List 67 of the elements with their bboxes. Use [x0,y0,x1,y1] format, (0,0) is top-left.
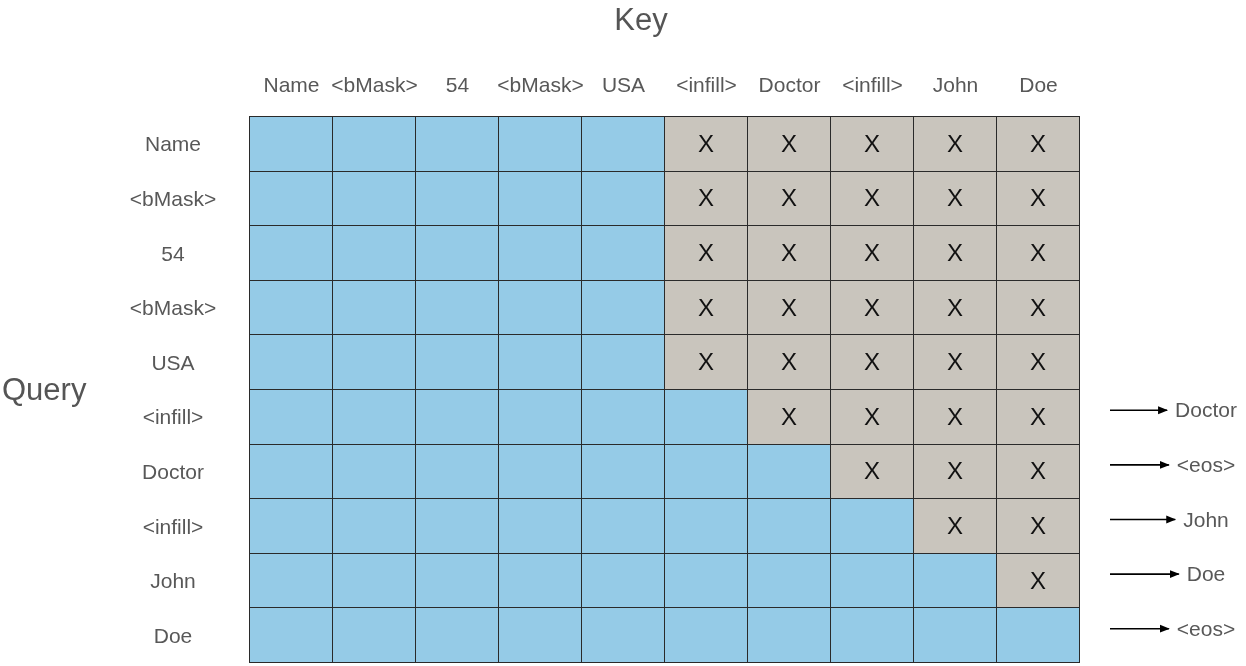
output-token: <eos> [1176,452,1236,477]
mask-mark: X [1030,186,1046,211]
row-header: Name [145,132,201,157]
output-token: <eos> [1176,616,1236,641]
row-header: 54 [161,241,185,266]
mask-mark: X [781,404,797,429]
mask-mark: X [1030,568,1046,593]
mask-mark: X [698,241,714,265]
row-header: USA [151,350,195,375]
row-header: John [150,569,196,594]
mask-mark: X [947,295,963,320]
arrow [1109,406,1169,415]
mask-mark: X [947,514,963,538]
mask-mark: X [947,186,963,211]
mask-mark: X [1030,131,1046,156]
mask-mark: X [1030,241,1046,265]
mask-mark: X [864,459,880,484]
column-header: 54 [445,72,470,98]
mask-mark: X [698,350,714,375]
mask-mark: X [947,404,963,429]
column-header: <infill> [676,72,737,98]
column-header: <bMask> [497,72,584,98]
mask-mark: X [1030,295,1046,320]
arrow [1109,624,1170,633]
mask-mark: X [698,186,714,211]
arrow [1109,515,1177,524]
mask-mark: X [698,131,714,156]
mask-mark: X [864,350,880,375]
mask-mark: X [864,295,880,320]
column-header: <infill> [842,72,903,98]
mask-mark: X [864,404,880,429]
mask-mark: X [781,186,797,211]
mask-mark: X [947,241,963,265]
mask-mark: X [1030,350,1046,375]
axis-title: Key [614,2,668,38]
mask-mark: X [1030,514,1046,538]
mask-mark: X [1030,404,1046,429]
mask-mark: X [698,295,714,320]
mask-mark: X [947,131,963,156]
mask-mark: X [1030,459,1046,484]
mask-mark: X [781,295,797,320]
row-header: <infill> [142,514,204,539]
axis-title: Query [2,372,87,408]
column-header: Doe [1019,72,1058,98]
column-header: <bMask> [331,72,418,98]
mask-mark: X [781,241,797,265]
row-header: Doe [153,623,193,648]
mask-mark: X [864,131,880,156]
arrow [1109,570,1180,579]
mask-mark: X [781,131,797,156]
mask-mark: X [947,350,963,375]
row-header: Doctor [142,459,204,484]
row-header: <bMask> [129,296,217,321]
arrow [1109,460,1170,469]
mask-mark: X [947,459,963,484]
row-header: <infill> [142,405,204,430]
column-header: John [932,72,979,98]
mask-mark: X [864,241,880,265]
column-header: USA [601,72,646,98]
column-header: Name [263,72,320,98]
mask-mark: X [864,186,880,211]
mask-mark: X [781,350,797,375]
column-header: Doctor [758,72,821,98]
row-header: <bMask> [129,186,217,211]
output-token: Doe [1186,562,1226,587]
output-token: John [1183,507,1229,532]
output-token: Doctor [1175,398,1237,423]
